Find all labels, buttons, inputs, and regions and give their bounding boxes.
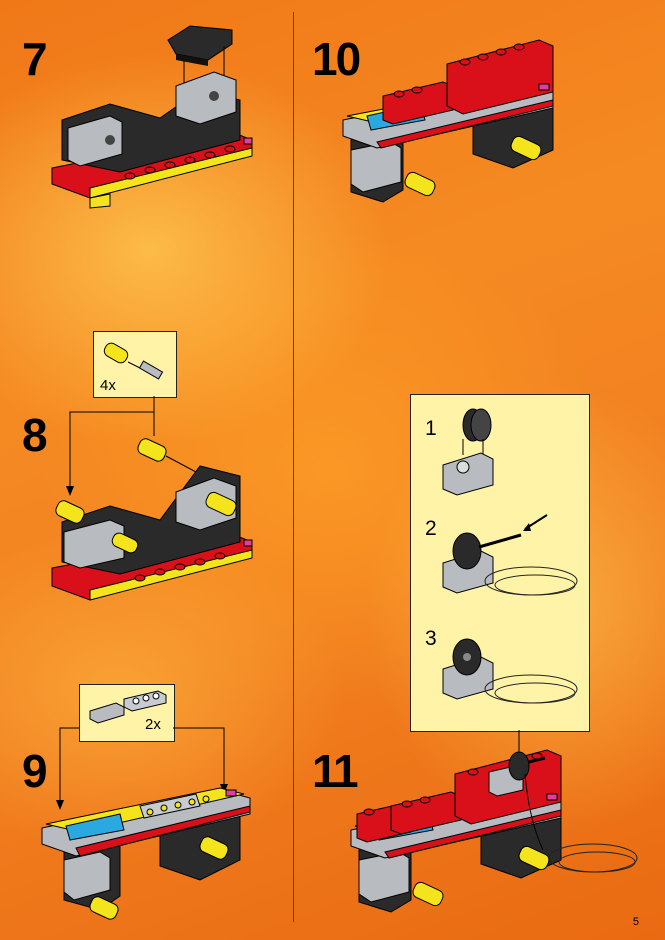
step-8-illustration [51,396,253,601]
substep-number-3: 3 [425,627,437,650]
page-number: 5 [632,916,639,928]
page-divider [293,12,294,922]
step-number-11: 11 [312,745,359,797]
substep-number-1: 1 [425,417,437,440]
step-11-illustration [350,730,638,913]
step-9-callout [79,684,175,742]
step-8-callout [93,331,177,398]
step-11-callout [410,394,590,732]
step-number-8: 8 [22,409,48,461]
step-8-quantity: 4x [100,377,116,394]
step-9-quantity: 2x [145,716,161,733]
substep-number-2: 2 [425,517,437,540]
step-10-illustration [342,39,554,203]
step-number-9: 9 [22,745,48,797]
winch-assembly-icon [442,408,578,704]
step-number-10: 10 [312,33,361,85]
step-9-illustration [41,727,251,920]
step-number-7: 7 [22,33,48,85]
step-7-illustration [51,25,253,209]
axle-pin-part-icon [103,342,164,380]
plate-part-icon [89,690,167,724]
